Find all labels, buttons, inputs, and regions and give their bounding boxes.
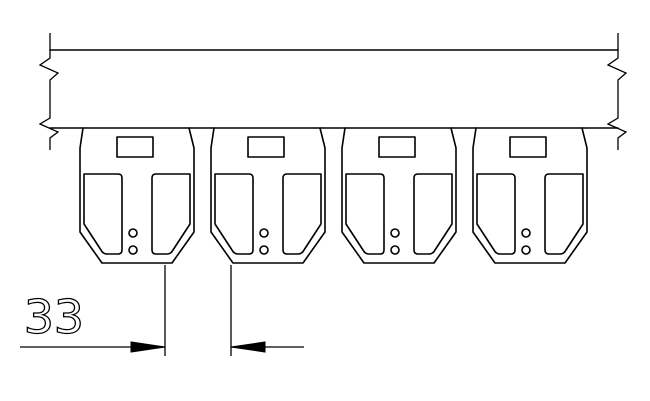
clip-unit xyxy=(210,127,326,264)
clip-pocket-left xyxy=(83,173,123,255)
clip-body xyxy=(472,127,588,264)
right-break-line xyxy=(606,33,628,150)
beam xyxy=(38,33,628,150)
clip-hole xyxy=(259,228,269,238)
clip-pocket-left xyxy=(476,173,516,255)
clip-slot xyxy=(378,136,416,158)
clip-slot xyxy=(116,136,154,158)
clip-slot xyxy=(509,136,547,158)
clip-unit xyxy=(341,127,457,264)
clip-hole xyxy=(390,228,400,238)
arrowhead-left xyxy=(130,341,166,353)
clip-hole xyxy=(521,245,531,255)
clip-pocket-right xyxy=(413,173,453,255)
clip-row xyxy=(79,127,588,264)
dimension: 33 xyxy=(20,265,304,356)
clip-unit xyxy=(79,127,195,264)
clip-pocket-left xyxy=(214,173,254,255)
dimension-label: 33 xyxy=(24,290,84,344)
clip-unit xyxy=(472,127,588,264)
clip-pocket-left xyxy=(345,173,385,255)
clip-body xyxy=(79,127,195,264)
clip-slot xyxy=(247,136,285,158)
clip-hole xyxy=(259,245,269,255)
left-break-line xyxy=(38,33,60,150)
clip-hole xyxy=(390,245,400,255)
clip-hole xyxy=(128,245,138,255)
clip-body xyxy=(210,127,326,264)
clip-hole xyxy=(128,228,138,238)
clip-body xyxy=(341,127,457,264)
arrowhead-right xyxy=(230,341,266,353)
clip-pocket-right xyxy=(151,173,191,255)
clip-hole xyxy=(521,228,531,238)
clip-pocket-right xyxy=(544,173,584,255)
clip-pocket-right xyxy=(282,173,322,255)
